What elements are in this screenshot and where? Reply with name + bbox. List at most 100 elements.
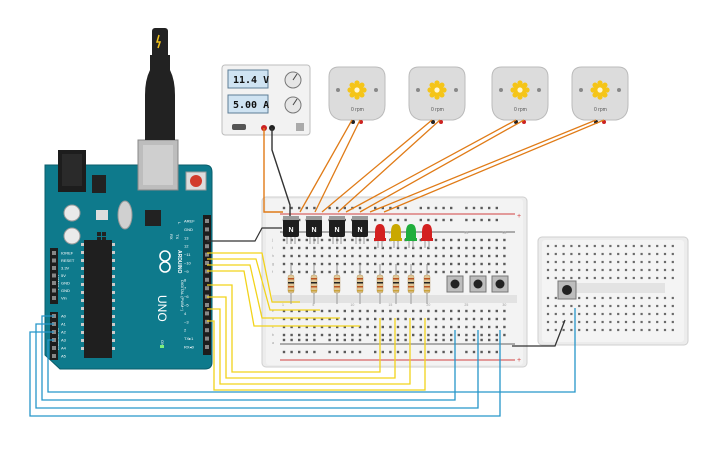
- rail-hole[interactable]: [472, 350, 476, 354]
- power-pin[interactable]: [52, 273, 56, 278]
- rail-hole[interactable]: [442, 338, 445, 342]
- pushbutton[interactable]: [446, 275, 464, 293]
- power-switch[interactable]: [232, 124, 246, 130]
- breadboard-hole[interactable]: [488, 325, 491, 329]
- rail-hole[interactable]: [442, 218, 445, 222]
- rail-hole[interactable]: [495, 218, 498, 222]
- rail-hole[interactable]: [381, 206, 384, 210]
- breadboard-hole[interactable]: [663, 260, 667, 264]
- breadboard-hole[interactable]: [442, 238, 445, 242]
- digital-pin[interactable]: [205, 311, 209, 316]
- breadboard-hole[interactable]: [351, 254, 354, 258]
- breadboard-hole[interactable]: [671, 244, 674, 248]
- breadboard-hole[interactable]: [609, 328, 612, 332]
- breadboard-hole[interactable]: [609, 312, 612, 316]
- rail-hole[interactable]: [488, 338, 491, 342]
- breadboard-hole[interactable]: [656, 312, 659, 316]
- resistor[interactable]: [423, 264, 431, 304]
- breadboard-hole[interactable]: [336, 254, 339, 258]
- rail-hole[interactable]: [336, 338, 339, 342]
- breadboard-hole[interactable]: [351, 333, 354, 337]
- breadboard-hole[interactable]: [472, 309, 476, 313]
- breadboard-hole[interactable]: [480, 246, 483, 250]
- breadboard-hole[interactable]: [656, 296, 659, 300]
- breadboard-hole[interactable]: [648, 276, 651, 280]
- breadboard-hole[interactable]: [632, 276, 635, 280]
- analog-wire[interactable]: [29, 330, 501, 417]
- breadboard-hole[interactable]: [632, 312, 635, 316]
- digital-pin[interactable]: [205, 345, 209, 349]
- breadboard-hole[interactable]: [495, 333, 498, 337]
- breadboard-hole[interactable]: [290, 254, 293, 258]
- breadboard-hole[interactable]: [663, 328, 667, 332]
- breadboard-hole[interactable]: [320, 309, 324, 313]
- breadboard-hole[interactable]: [419, 246, 422, 250]
- breadboard-hole[interactable]: [671, 252, 674, 256]
- rail-hole[interactable]: [434, 218, 438, 222]
- breadboard-hole[interactable]: [366, 317, 369, 321]
- breadboard-hole[interactable]: [648, 252, 651, 256]
- rail-hole[interactable]: [450, 350, 453, 354]
- breadboard-hole[interactable]: [419, 262, 422, 266]
- breadboard-hole[interactable]: [396, 262, 400, 266]
- breadboard-hole[interactable]: [593, 328, 596, 332]
- breadboard-hole[interactable]: [480, 317, 483, 321]
- breadboard-hole[interactable]: [396, 270, 400, 274]
- breadboard-hole[interactable]: [298, 238, 301, 242]
- rail-hole[interactable]: [472, 206, 476, 210]
- breadboard-hole[interactable]: [632, 252, 635, 256]
- breadboard-hole[interactable]: [358, 317, 362, 321]
- breadboard-hole[interactable]: [298, 262, 301, 266]
- small-pushbutton[interactable]: [557, 280, 577, 300]
- breadboard-hole[interactable]: [570, 276, 573, 280]
- rail-hole[interactable]: [328, 338, 331, 342]
- breadboard-hole[interactable]: [374, 325, 377, 329]
- breadboard-hole[interactable]: [585, 244, 589, 248]
- breadboard-hole[interactable]: [434, 333, 438, 337]
- motor3-wire-b[interactable]: [359, 119, 525, 213]
- breadboard-hole[interactable]: [450, 238, 453, 242]
- breadboard-hole[interactable]: [305, 333, 308, 337]
- rail-hole[interactable]: [465, 206, 468, 210]
- signal-wire[interactable]: [207, 252, 300, 303]
- breadboard-hole[interactable]: [503, 254, 506, 258]
- dc-motor[interactable]: 0 rpm: [571, 66, 629, 124]
- breadboard-hole[interactable]: [465, 270, 468, 274]
- breadboard-hole[interactable]: [472, 262, 476, 266]
- rail-hole[interactable]: [282, 206, 286, 210]
- breadboard-hole[interactable]: [593, 276, 596, 280]
- breadboard-hole[interactable]: [601, 244, 604, 248]
- breadboard-hole[interactable]: [570, 320, 573, 324]
- digital-pin[interactable]: [205, 336, 209, 341]
- rail-hole[interactable]: [465, 338, 468, 342]
- breadboard-hole[interactable]: [488, 262, 491, 266]
- rail-hole[interactable]: [374, 218, 377, 222]
- digital-pin[interactable]: [205, 286, 209, 291]
- rail-hole[interactable]: [427, 350, 430, 354]
- breadboard-hole[interactable]: [358, 325, 362, 329]
- breadboard-hole[interactable]: [601, 276, 604, 280]
- npn-transistor[interactable]: N: [283, 216, 299, 244]
- breadboard-hole[interactable]: [640, 268, 643, 272]
- breadboard-hole[interactable]: [396, 254, 400, 258]
- rail-hole[interactable]: [488, 206, 491, 210]
- resistor[interactable]: [392, 264, 400, 304]
- breadboard-hole[interactable]: [570, 312, 573, 316]
- breadboard-hole[interactable]: [366, 270, 369, 274]
- breadboard-hole[interactable]: [554, 312, 557, 316]
- breadboard-hole[interactable]: [457, 309, 460, 313]
- breadboard-hole[interactable]: [389, 317, 392, 321]
- breadboard-hole[interactable]: [427, 317, 430, 321]
- breadboard-hole[interactable]: [632, 304, 635, 308]
- breadboard-hole[interactable]: [546, 296, 550, 300]
- rail-hole[interactable]: [374, 350, 377, 354]
- breadboard-hole[interactable]: [503, 262, 506, 266]
- breadboard-hole[interactable]: [488, 333, 491, 337]
- breadboard-hole[interactable]: [640, 260, 643, 264]
- digital-pin[interactable]: [205, 235, 209, 240]
- breadboard-hole[interactable]: [434, 238, 438, 242]
- breadboard-hole[interactable]: [343, 238, 346, 242]
- breadboard-hole[interactable]: [389, 325, 392, 329]
- signal-wire[interactable]: [207, 284, 381, 373]
- breadboard-hole[interactable]: [442, 270, 445, 274]
